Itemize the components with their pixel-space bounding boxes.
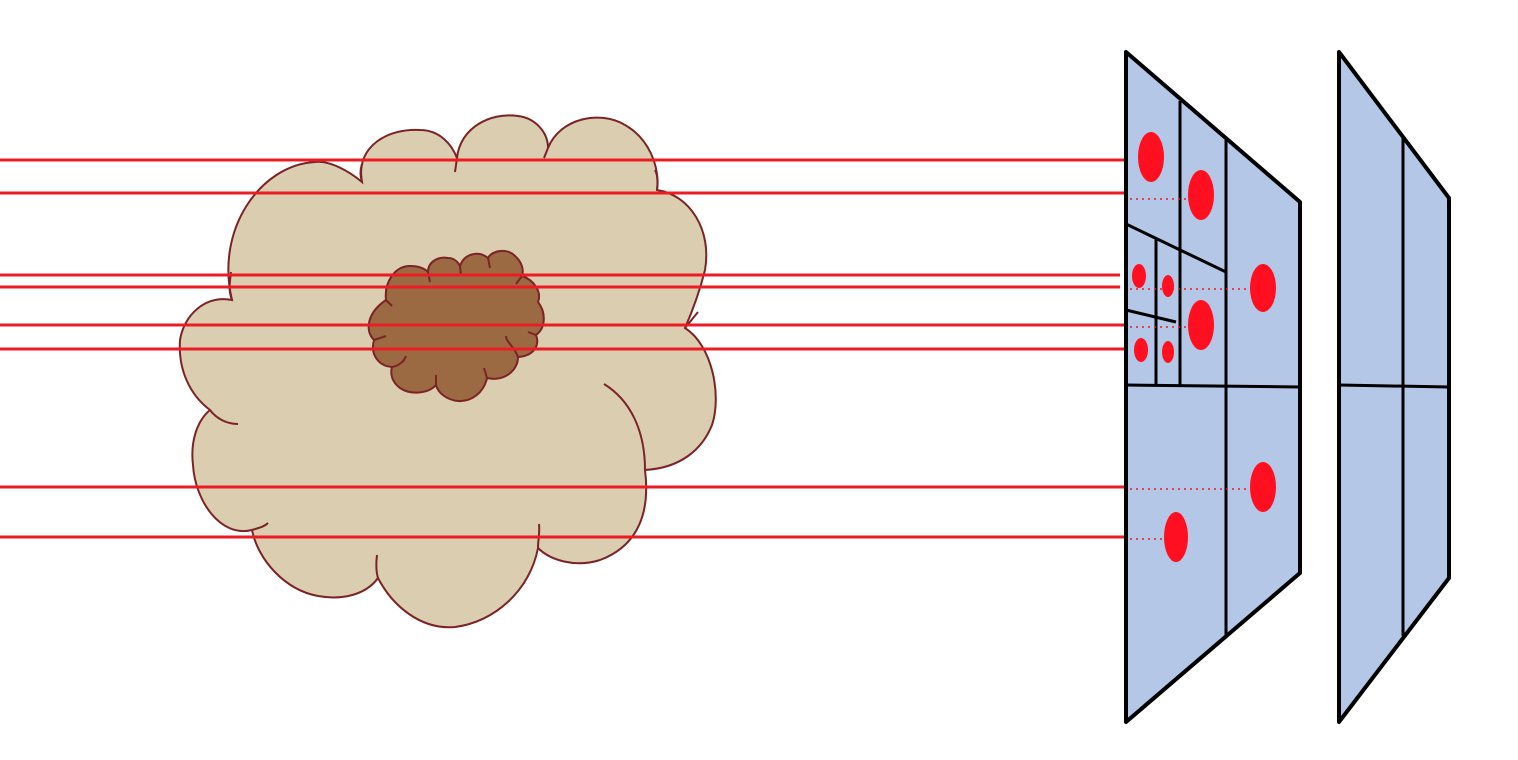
adaptive-quadtree-plane: [1124, 50, 1302, 724]
sample-dot: [1134, 338, 1148, 362]
plane-subdivision-lines: [1125, 101, 1301, 636]
sample-dot: [1132, 264, 1146, 288]
sample-dot: [1162, 341, 1174, 363]
sample-dot: [1188, 170, 1214, 220]
ray-projections: [1130, 198, 1250, 540]
sample-dot: [1164, 512, 1188, 562]
uniform-grid-plane: [1337, 50, 1451, 724]
sample-dot: [1188, 300, 1214, 350]
sample-dot: [1250, 264, 1276, 312]
plane-grid-lines: [1338, 138, 1450, 636]
sample-dots: [1132, 132, 1276, 562]
sample-dot: [1162, 275, 1174, 297]
rays: [0, 158, 1130, 539]
sample-dot: [1138, 132, 1164, 182]
sample-dot: [1250, 462, 1276, 512]
